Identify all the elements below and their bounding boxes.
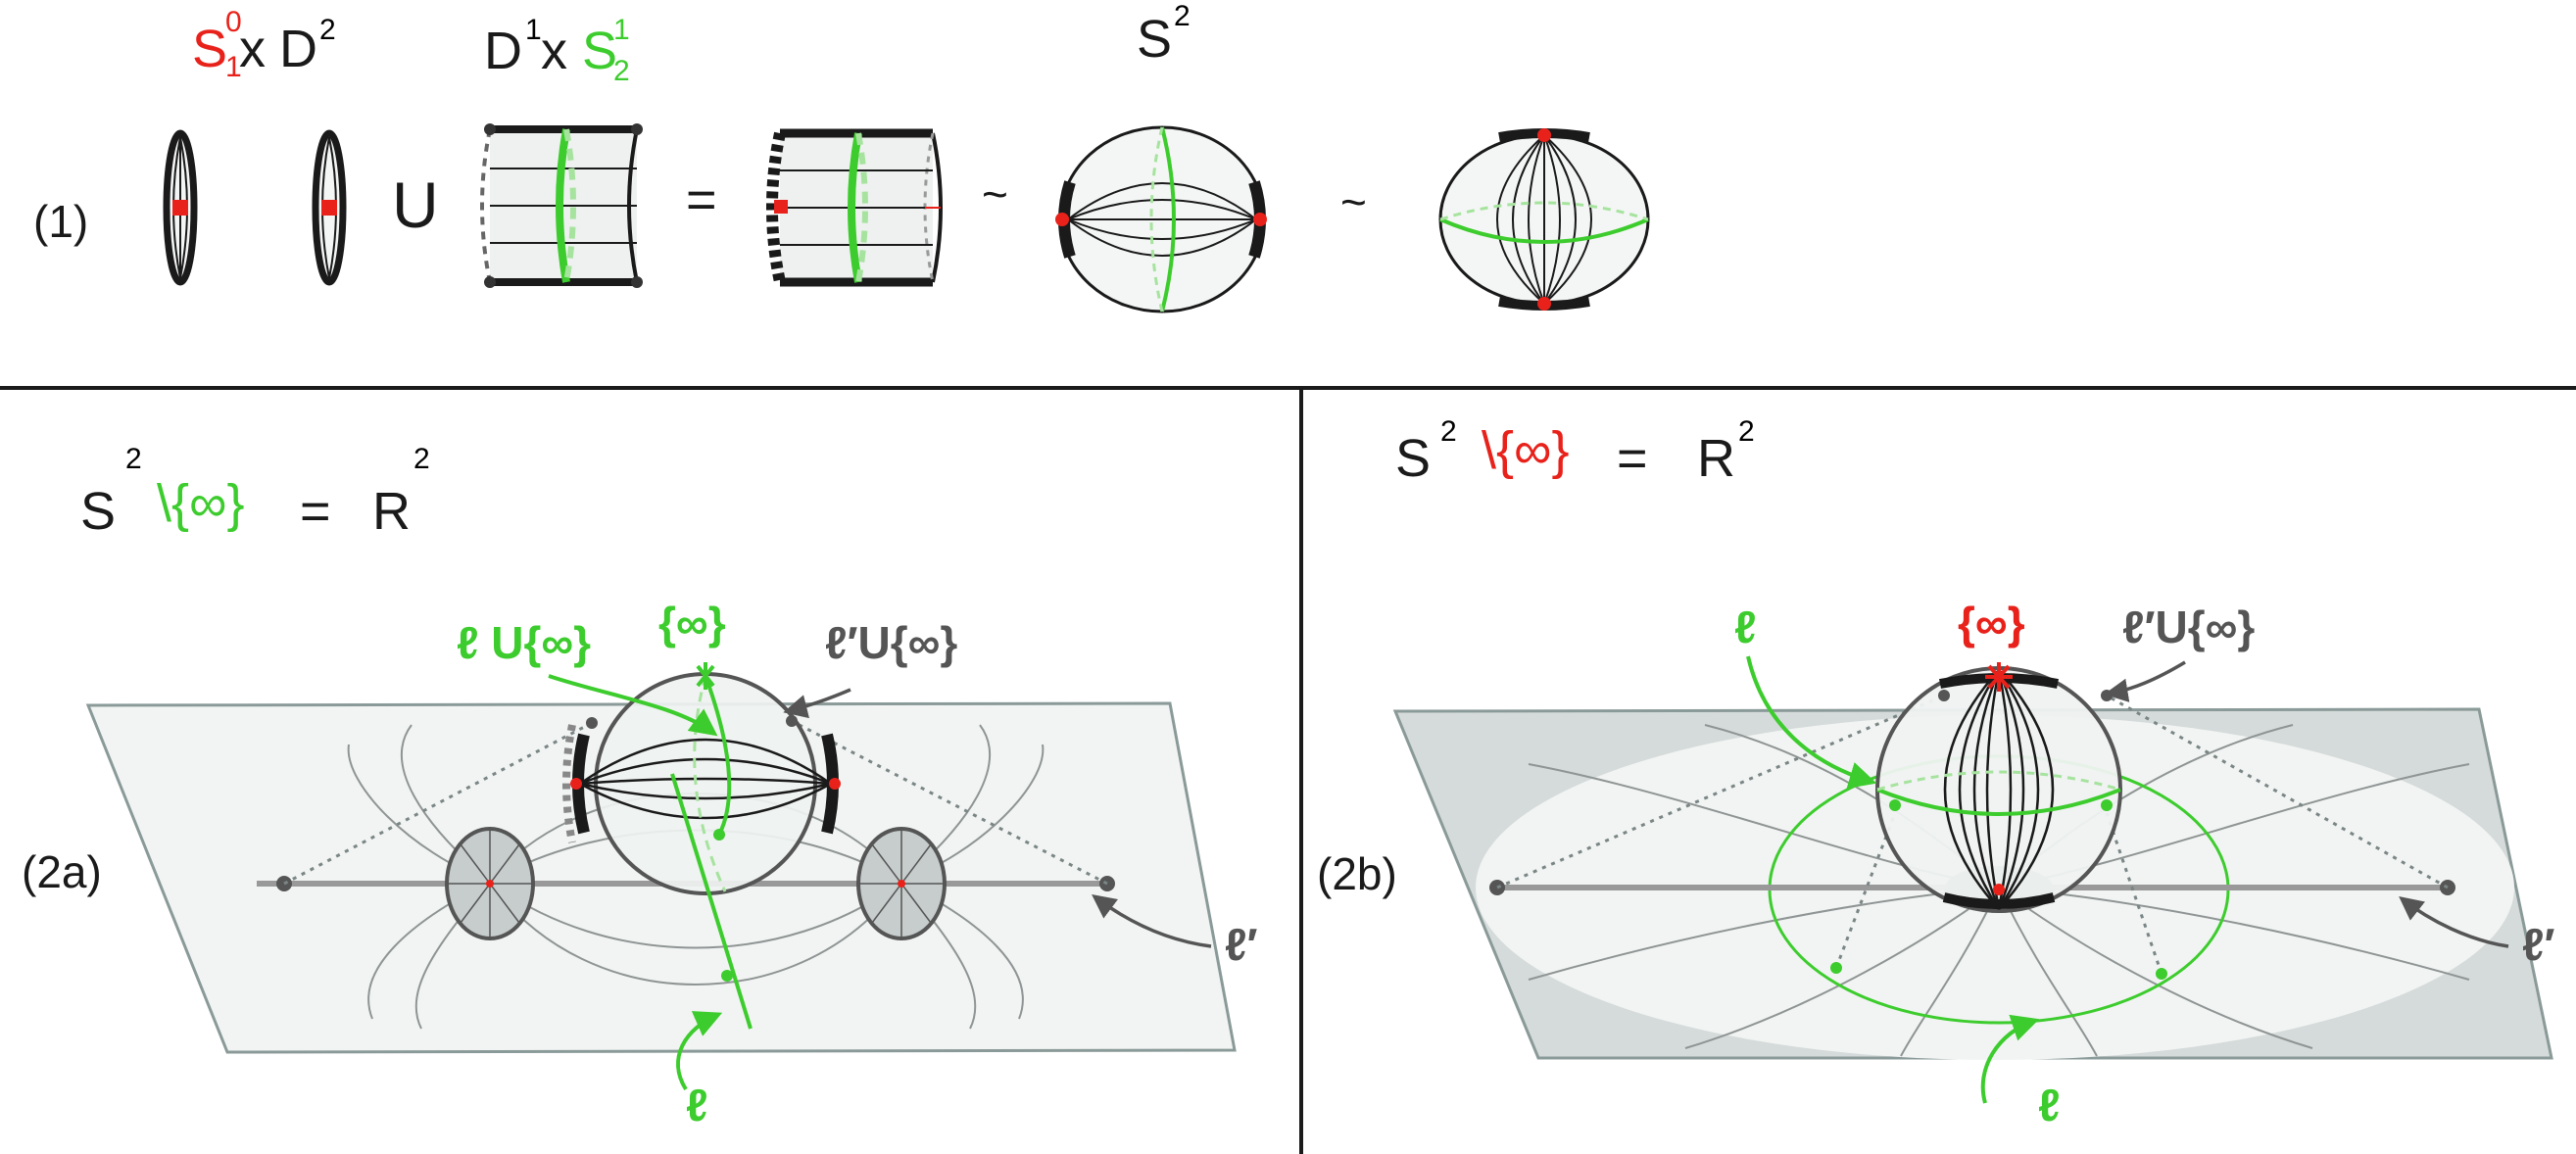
arrow-l-2a xyxy=(676,1011,723,1091)
l-union-label-2a: ℓ U{∞} xyxy=(457,617,591,668)
d1-base: D xyxy=(484,22,522,80)
l-label-2b: ℓ xyxy=(2038,1080,2060,1130)
arrow-lprime-2a xyxy=(1092,894,1212,948)
d2-sup: 2 xyxy=(319,14,336,46)
inf-label-2b: {∞} xyxy=(1958,598,2025,649)
cylinder xyxy=(480,123,643,288)
tilde-2: ~ xyxy=(1340,176,1367,227)
sphere-2b xyxy=(1875,666,2122,913)
eq-2a-r-sup: 2 xyxy=(413,443,430,475)
lprime-union-label-2a: ℓ′U{∞} xyxy=(825,617,957,668)
l-top-label-2b: ℓ xyxy=(1734,601,1756,652)
s21-sub: 2 xyxy=(613,55,630,87)
arrow-lprime-union-2b xyxy=(2104,660,2186,702)
eq-2a-r: R xyxy=(372,482,411,541)
arrow-l-union-2a xyxy=(548,674,718,737)
lprime-union-label-2b: ℓ′U{∞} xyxy=(2122,601,2255,652)
disk-left-2a xyxy=(445,827,535,940)
eq-2b-equals: = xyxy=(1617,429,1648,488)
eq-2b-r-sup: 2 xyxy=(1738,415,1755,448)
green-point-left-2b xyxy=(1830,962,1842,974)
eq-2b-r: R xyxy=(1697,429,1735,488)
s10-sub: 1 xyxy=(225,51,242,83)
arrow-lprime-union-2a xyxy=(783,688,851,719)
dotted-left-2b xyxy=(1496,694,1945,890)
inf-label-2a: {∞} xyxy=(658,598,726,649)
s10-sup: 0 xyxy=(225,6,242,38)
s21-base: S xyxy=(582,22,617,80)
s10-base: S xyxy=(192,20,227,78)
infinity-point-2a xyxy=(696,662,715,690)
arrow-lprime-2b xyxy=(2399,895,2509,948)
s2-sup: 2 xyxy=(1174,0,1191,32)
equals-symbol: = xyxy=(686,170,717,229)
lprime-label-2a: ℓ′ xyxy=(1225,919,1258,970)
point-l-2a xyxy=(721,970,733,982)
green-point-right-2b xyxy=(2156,968,2167,980)
infinity-point-2b xyxy=(1985,662,2013,692)
d2-times: x xyxy=(239,20,266,78)
eq-2a-s: S xyxy=(80,482,116,541)
d1-times: x xyxy=(541,22,567,80)
panel-2a: S 2 \{∞} = R 2 (2a) xyxy=(22,443,1258,1130)
panel-2b-label: (2b) xyxy=(1317,848,1397,899)
arrow-l-top-2b xyxy=(1746,655,1877,789)
lprime-label-2b: ℓ′ xyxy=(2522,919,2555,970)
row1-label: (1) xyxy=(33,196,88,247)
eq-2a-equals: = xyxy=(300,482,331,541)
union-symbol: U xyxy=(392,168,439,241)
sphere-horizontal xyxy=(1055,125,1267,313)
row-1: (1) S 0 1 x D 2 D 1 x S 1 2 S 2 xyxy=(33,0,1650,313)
eq-2a-sup: 2 xyxy=(125,443,142,475)
panel-2b: S 2 \{∞} = R 2 (2b) xyxy=(1317,415,2555,1130)
sphere-2a xyxy=(562,672,841,895)
arrow-l-2b xyxy=(1980,1014,2040,1104)
disk-right-2a xyxy=(856,827,947,940)
dotted-right-2a xyxy=(791,719,1108,886)
dotted-green-left-2b xyxy=(1834,812,1897,969)
tilde-1: ~ xyxy=(982,168,1008,219)
sphere-vertical xyxy=(1438,128,1650,311)
disk-1 xyxy=(163,129,198,286)
s2-base: S xyxy=(1137,10,1172,69)
d2-base: D xyxy=(279,20,317,78)
capped-cylinder xyxy=(766,128,943,287)
disk-2 xyxy=(312,129,347,286)
s21-sup: 1 xyxy=(613,14,630,46)
eq-2b-s: S xyxy=(1395,429,1431,488)
panel-2a-label: (2a) xyxy=(22,846,102,897)
eq-2a-minus: \{∞} xyxy=(157,474,245,533)
eq-2b-minus: \{∞} xyxy=(1482,421,1570,480)
line-l-2a xyxy=(670,773,753,1030)
dotted-right-2b xyxy=(2106,694,2449,890)
d1-sup: 1 xyxy=(525,14,542,46)
eq-2b-sup: 2 xyxy=(1440,415,1457,448)
l-label-2a: ℓ xyxy=(686,1080,707,1130)
